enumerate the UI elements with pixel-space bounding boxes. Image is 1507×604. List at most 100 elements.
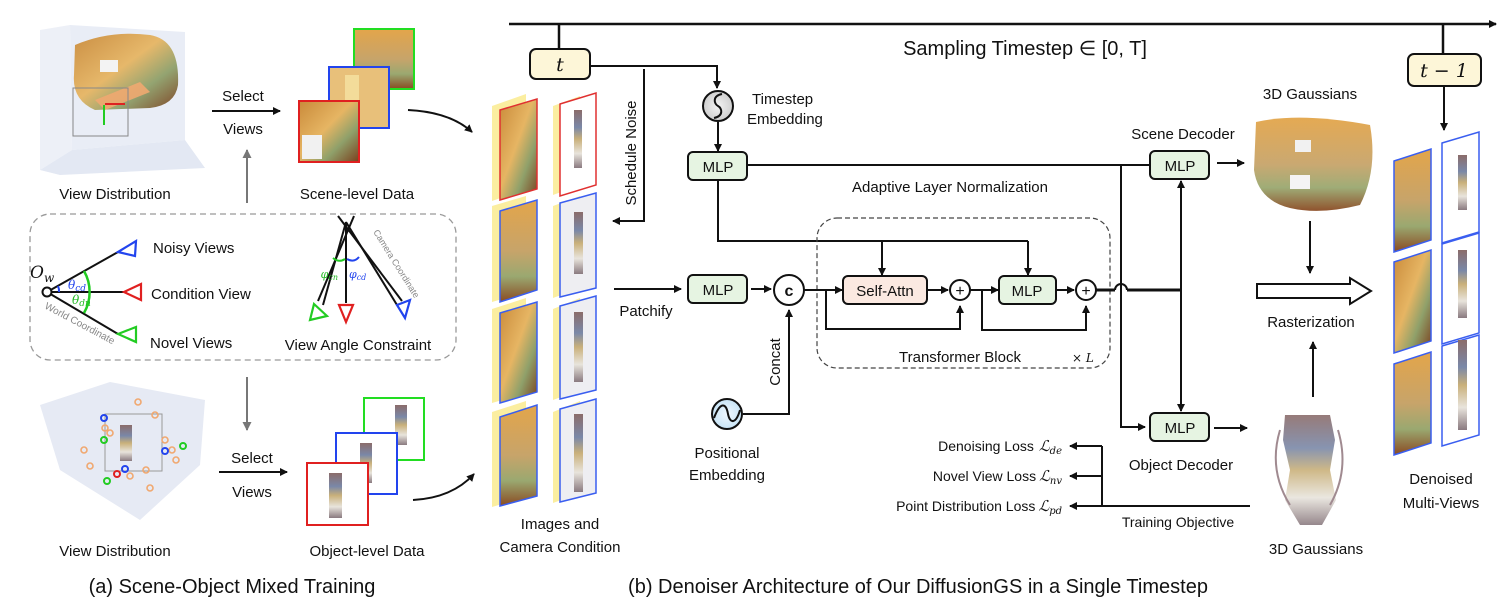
- positional-embedding-label-2: Embedding: [689, 467, 765, 484]
- object-decoder-mlp-label: MLP: [1165, 420, 1196, 437]
- input-object-condition: [553, 91, 597, 198]
- scene-view-distribution-plot: [40, 25, 205, 175]
- input-object-noisy-2: [553, 295, 597, 400]
- scene-view-distribution-label: View Distribution: [59, 186, 170, 203]
- object-level-data-label: Object-level Data: [309, 543, 425, 560]
- novel-camera-icon-2: [308, 301, 330, 322]
- angle-theta-dn-arc: [82, 270, 91, 314]
- timestep-box: [529, 48, 591, 80]
- object-data-arrow: [412, 473, 475, 501]
- scene-decoder-label: Scene Decoder: [1131, 126, 1234, 143]
- theta-dn-label: θdn: [72, 293, 91, 309]
- images-label-1: Images and: [521, 516, 599, 533]
- next-timestep-label: t − 1: [1420, 60, 1468, 82]
- denoised-scene-3: [1393, 350, 1432, 457]
- repeat-l-label: × L: [1072, 351, 1094, 365]
- patchify-label: Patchify: [619, 303, 673, 320]
- transformer-block-container: [816, 217, 1111, 369]
- phi-cd-label: φcd: [349, 268, 366, 282]
- origin-label: Ow: [30, 263, 55, 285]
- timestep-box-label: t: [556, 54, 564, 76]
- condition-camera-icon-2: [337, 303, 355, 325]
- condition-view-camera-icon: [121, 282, 143, 302]
- positional-embedding-label-1: Positional: [694, 445, 759, 462]
- add-node-1-symbol: +: [955, 283, 964, 300]
- input-image-stack: [492, 91, 597, 507]
- t-to-embedding-arrow: [591, 65, 721, 89]
- denoised-scene-1: [1393, 147, 1432, 254]
- scene-decoder-mlp: [1149, 150, 1210, 180]
- sampling-timestep-label: Sampling Timestep ∈ [0, T]: [903, 38, 1147, 60]
- patch-mlp-label: MLP: [703, 282, 734, 299]
- select-label-scene: Select: [222, 88, 265, 105]
- view-angle-diagram: [308, 215, 412, 325]
- timestep-embedding-label-2: Embedding: [747, 111, 823, 128]
- positional-to-concat-arrow: [743, 309, 793, 415]
- schedule-noise-arrow: [612, 69, 645, 225]
- input-scene-noisy-3: [492, 401, 538, 507]
- input-object-noisy-1: [553, 192, 597, 298]
- angle-theta-cd-arc: [57, 285, 61, 293]
- add-node-2-symbol: +: [1081, 283, 1090, 300]
- origin-point: [41, 286, 53, 298]
- input-scene-noisy-1: [492, 196, 538, 304]
- rasterization-arrow: [1256, 276, 1373, 306]
- noisy-camera-icon-2: [395, 298, 412, 321]
- concat-symbol: c: [785, 283, 794, 300]
- view-legend-box: [29, 213, 457, 361]
- gaussians-top-label: 3D Gaussians: [1263, 86, 1357, 103]
- denoised-multiview-stack: [1393, 130, 1480, 457]
- object-view-distribution-label: View Distribution: [59, 543, 170, 560]
- camera-coordinate-label: Camera Coordinate: [371, 228, 421, 300]
- training-objective-label: Training Objective: [1122, 514, 1235, 530]
- noisy-views-label: Noisy Views: [153, 240, 234, 257]
- adaln-to-object-decoder: [1120, 165, 1146, 431]
- caption-a: (a) Scene-Object Mixed Training: [89, 576, 376, 598]
- residual-2: [981, 290, 1090, 331]
- view-angle-constraint-label: View Angle Constraint: [285, 337, 432, 354]
- self-attn-label: Self-Attn: [856, 283, 914, 300]
- novel-views-label: Novel Views: [150, 335, 232, 352]
- object-view-distribution-plot: [40, 382, 205, 520]
- input-scene-condition: [492, 94, 538, 202]
- theta-cd-label: θcd: [68, 278, 86, 294]
- scene-decoder-mlp-label: MLP: [1165, 158, 1196, 175]
- select-label-object: Select: [231, 450, 274, 467]
- scene-level-data-label: Scene-level Data: [300, 186, 415, 203]
- block-mlp-label: MLP: [1012, 283, 1043, 300]
- object-decoder-mlp: [1149, 412, 1210, 442]
- object-decoder-label: Object Decoder: [1129, 457, 1233, 474]
- denoised-scene-2: [1393, 248, 1432, 355]
- scene-gaussians-render: [1254, 117, 1373, 211]
- rasterization-label: Rasterization: [1267, 314, 1355, 331]
- input-scene-noisy-2: [492, 298, 538, 405]
- world-coordinate-diagram: [41, 238, 143, 344]
- scene-data-arrow: [407, 109, 473, 133]
- concat-label: Concat: [767, 337, 784, 385]
- denoised-label-1: Denoised: [1409, 471, 1472, 488]
- input-object-noisy-3: [553, 398, 597, 503]
- views-label-object: Views: [232, 484, 272, 501]
- denoised-label-2: Multi-Views: [1403, 495, 1479, 512]
- object-level-images: [306, 397, 425, 526]
- noisy-view-camera-icon: [115, 238, 138, 258]
- images-label-2: Camera Condition: [500, 539, 621, 556]
- gaussians-bottom-label: 3D Gaussians: [1269, 541, 1363, 558]
- caption-b: (b) Denoiser Architecture of Our Diffusi…: [628, 576, 1208, 598]
- novel-view-camera-icon: [115, 325, 138, 344]
- scene-level-images: [298, 28, 415, 163]
- object-gaussians-render: [1274, 415, 1344, 525]
- schedule-noise-label: Schedule Noise: [623, 100, 640, 205]
- time-mlp-label: MLP: [703, 159, 734, 176]
- adaptive-layer-norm-label: Adaptive Layer Normalization: [852, 179, 1048, 196]
- patch-mlp-block: [687, 274, 748, 304]
- views-label-scene: Views: [223, 121, 263, 138]
- residual-1: [825, 290, 964, 330]
- phi-cn-label: φcn: [321, 268, 338, 282]
- timestep-embedding-label-1: Timestep: [752, 91, 813, 108]
